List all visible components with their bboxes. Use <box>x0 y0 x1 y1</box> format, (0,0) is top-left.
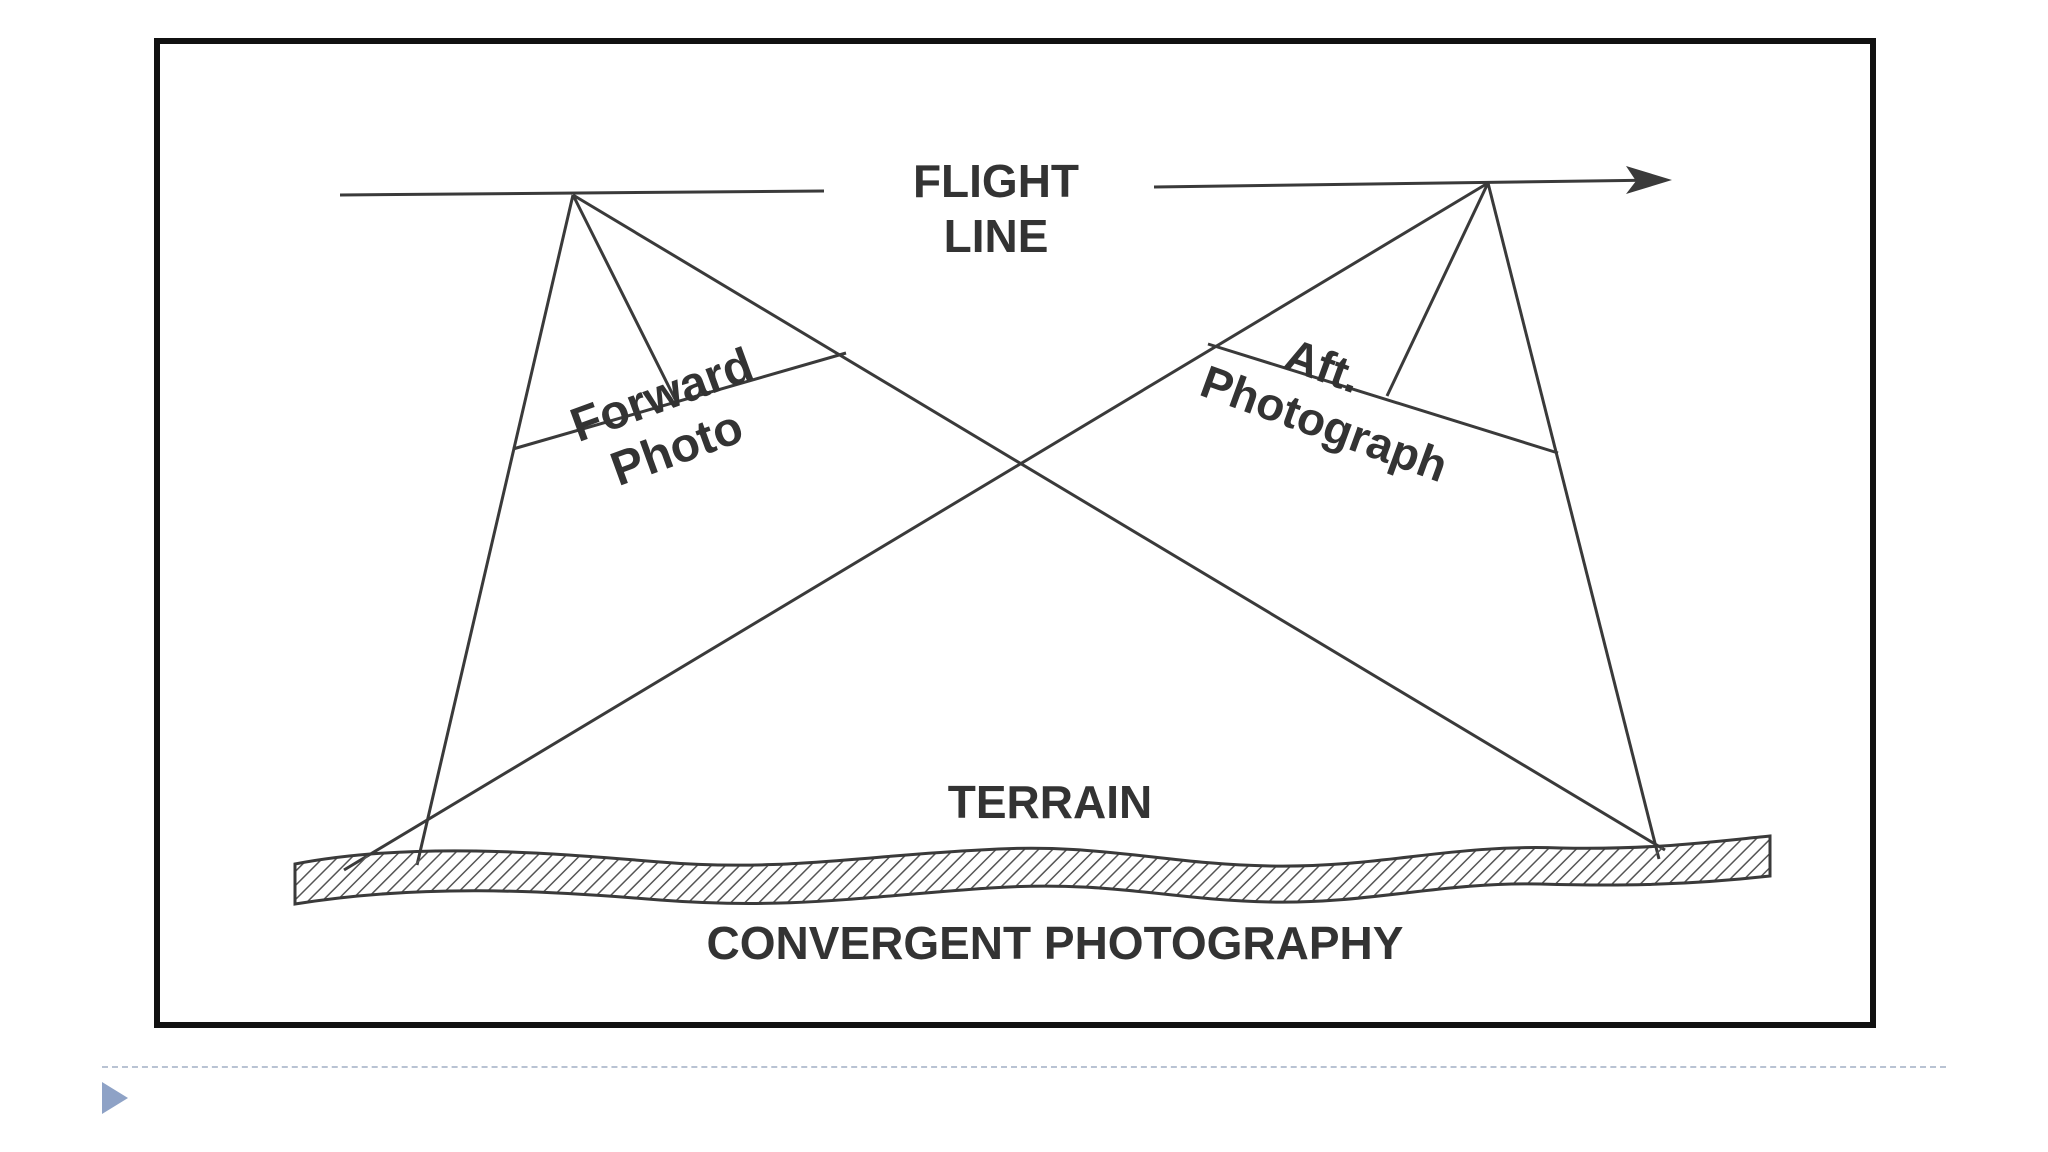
aft-photograph-label: Aft. Photograph <box>1194 328 1454 492</box>
diagram-caption: CONVERGENT PHOTOGRAPHY <box>707 917 1404 969</box>
forward-ray-left <box>415 194 575 866</box>
forward-ray-right <box>572 193 1666 852</box>
forward-axis <box>571 194 677 400</box>
convergent-photography-diagram: FLIGHT LINE Forward Photo Aft. Photograp… <box>293 155 1772 969</box>
terrain-hatch <box>293 834 1772 906</box>
terrain-label: TERRAIN <box>948 776 1152 828</box>
forward-photo-label: Forward Photo <box>564 338 760 496</box>
flight-line-right <box>1153 178 1659 189</box>
aft-photo-plane <box>1207 342 1559 455</box>
flight-direction-arrow-icon <box>1626 166 1672 194</box>
forward-photo-plane <box>512 351 847 451</box>
aft-axis <box>1385 182 1490 397</box>
aft-ray-right <box>1486 182 1661 860</box>
triangle-bullet-icon <box>102 1082 128 1114</box>
flight-line-left <box>339 189 825 197</box>
flight-line-label-1: FLIGHT <box>913 155 1079 207</box>
flight-line-label-2: LINE <box>944 210 1049 262</box>
diagram-frame: FLIGHT LINE Forward Photo Aft. Photograp… <box>154 38 1876 1028</box>
slide-divider <box>102 1066 1946 1068</box>
aft-ray-left <box>343 181 1489 872</box>
